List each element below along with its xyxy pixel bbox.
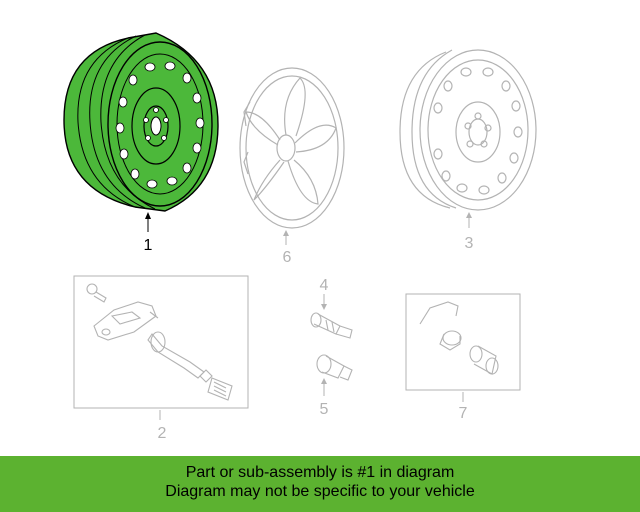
wheel-part-1[interactable] (63, 32, 219, 212)
callout-2[interactable]: 2 (158, 425, 167, 442)
part-7-box (405, 293, 521, 391)
callout-6[interactable]: 6 (283, 249, 292, 266)
valve-cap-part-5[interactable] (316, 354, 353, 381)
callout-arrow-6 (283, 230, 289, 245)
callout-7[interactable]: 7 (459, 405, 468, 422)
info-banner: Part or sub-assembly is #1 in diagram Di… (0, 456, 640, 512)
banner-line-2: Diagram may not be specific to your vehi… (165, 483, 475, 500)
wheel-cover-part-6[interactable] (239, 67, 345, 229)
callout-1[interactable]: 1 (144, 237, 153, 254)
callout-3[interactable]: 3 (465, 235, 474, 252)
callout-arrow-1 (145, 212, 151, 232)
callout-4[interactable]: 4 (320, 277, 329, 294)
wheel-lock-kit-part-7[interactable] (419, 301, 499, 375)
callout-arrow-4 (321, 294, 327, 310)
callout-5[interactable]: 5 (320, 401, 329, 418)
callout-arrow-3 (466, 212, 472, 228)
spare-wheel-part-3[interactable] (399, 49, 537, 211)
callout-arrow-5 (321, 378, 327, 396)
banner-line-1: Part or sub-assembly is #1 in diagram (185, 464, 455, 481)
tpms-sensor-part-2[interactable] (86, 283, 233, 401)
valve-stem-part-4[interactable] (310, 312, 353, 339)
part-2-box (73, 275, 249, 409)
